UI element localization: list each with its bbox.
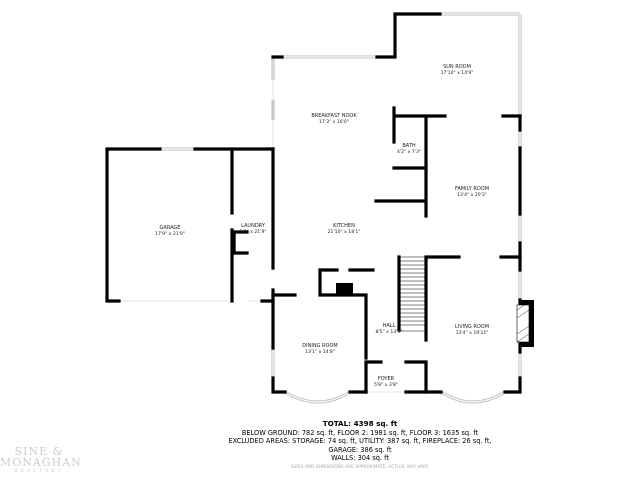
room-name-breakfast-nook: BREAKFAST NOOK — [311, 113, 357, 119]
room-labels: SUN ROOM 17'10" x 14'9" BREAKFAST NOOK 1… — [155, 64, 489, 388]
logo-line-3: REALTORS — [14, 469, 64, 474]
room-dims-sun-room: 17'10" x 14'9" — [441, 70, 474, 76]
realtor-logo: SINE & MONAGHAN REALTORS — [0, 445, 82, 476]
area-garage: GARAGE: 386 sq. ft — [328, 445, 392, 454]
room-name-bath: BATH — [402, 143, 416, 149]
room-dims-garage: 17'9" x 21'9" — [155, 231, 185, 237]
room-dims-laundry: 5'8" x 21'9" — [239, 229, 266, 235]
room-name-living-room: LIVING ROOM — [455, 324, 489, 330]
room-dims-living-room: 13'4" x 19'11" — [456, 330, 489, 336]
room-name-sun-room: SUN ROOM — [443, 64, 471, 70]
room-dims-kitchen: 21'10" x 18'1" — [328, 229, 361, 235]
disclaimer: SIZES AND DIMENSIONS ARE APPROXIMATE, AC… — [290, 463, 430, 469]
room-dims-dining-room: 13'1" x 14'8" — [305, 349, 335, 355]
room-name-family-room: FAMILY ROOM — [455, 186, 489, 192]
area-floors: BELOW GROUND: 782 sq. ft, FLOOR 2: 1981 … — [241, 428, 479, 437]
room-dims-breakfast-nook: 17'3" x 16'0" — [319, 119, 349, 125]
room-name-kitchen: KITCHEN — [333, 223, 355, 229]
windows — [105, 12, 522, 404]
area-walls: WALLS: 304 sq. ft — [331, 454, 389, 463]
room-name-dining-room: DINING ROOM — [302, 343, 337, 349]
total-area: TOTAL: 4398 sq. ft — [322, 419, 398, 428]
chimney — [336, 283, 353, 294]
logo-line-1: SINE & — [14, 445, 64, 458]
stairs — [399, 256, 426, 332]
room-dims-hall: 8'5" x 13'4" — [375, 329, 402, 335]
fireplace — [516, 300, 534, 347]
logo-line-2: MONAGHAN — [0, 456, 82, 469]
area-excluded: EXCLUDED AREAS: STORAGE: 74 sq. ft, UTIL… — [228, 437, 492, 446]
room-name-foyer: FOYER — [378, 376, 395, 382]
room-dims-bath: 4'2" x 7'3" — [397, 149, 421, 155]
area-summary: TOTAL: 4398 sq. ft BELOW GROUND: 782 sq.… — [200, 419, 520, 472]
room-name-hall: HALL — [383, 323, 396, 329]
room-name-laundry: LAUNDRY — [241, 223, 266, 229]
room-name-garage: GARAGE — [160, 225, 181, 231]
room-dims-family-room: 13'4" x 20'3" — [457, 192, 487, 198]
walls — [105, 12, 522, 394]
room-dims-foyer: 5'8" x 3'8" — [374, 382, 398, 388]
